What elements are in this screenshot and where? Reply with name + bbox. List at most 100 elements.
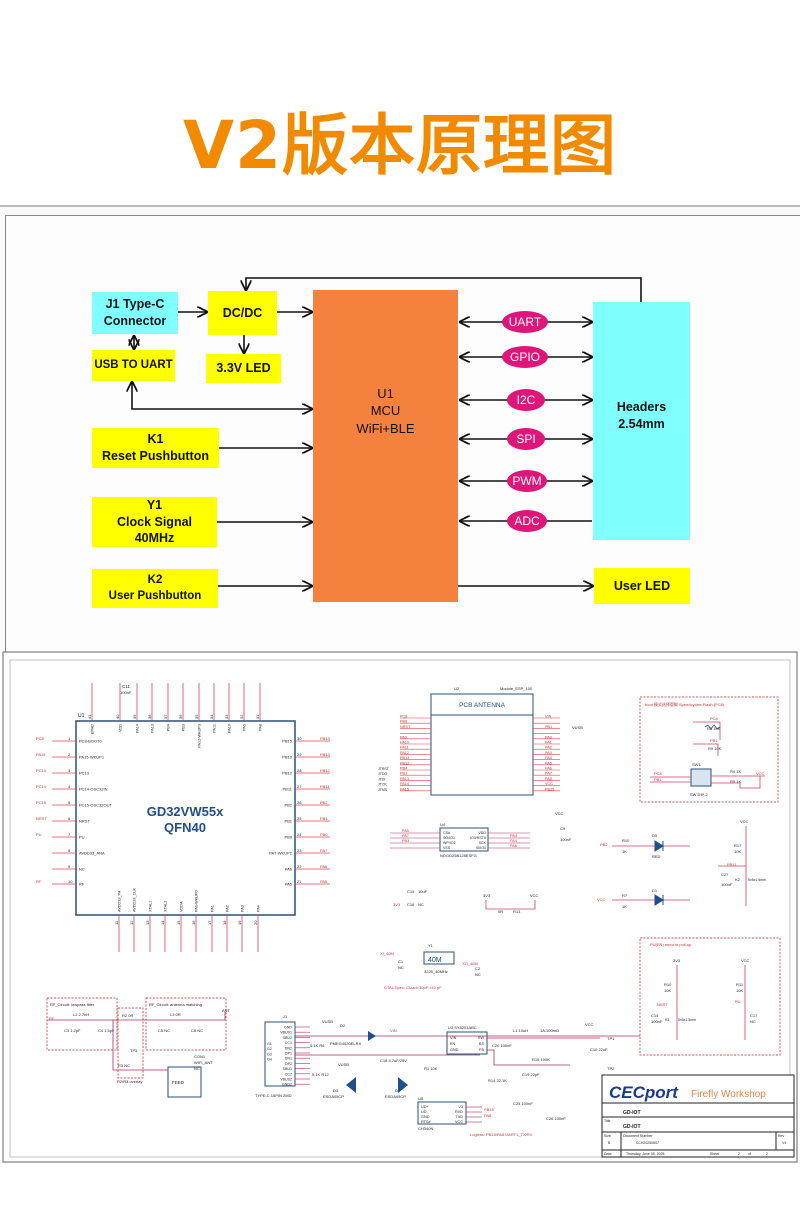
pin-name: SO/IO1 <box>443 836 455 840</box>
c4-label: C4 1.5pF <box>98 1028 115 1033</box>
u2-module-name: Module_ESP_100 <box>500 686 533 691</box>
label: 2.54mm <box>618 417 665 431</box>
pin-name: RF <box>79 882 85 887</box>
net-label: XO_40M <box>462 961 478 966</box>
pin-name: SW <box>478 1036 485 1040</box>
pin-name: PA4 <box>257 905 261 912</box>
pin-number: 5 <box>68 800 71 805</box>
pin-number: 29 <box>297 752 302 757</box>
pin-name: PA8 <box>259 724 263 731</box>
feed-label: FEED <box>172 1080 185 1085</box>
bus-uart: UART <box>502 311 548 333</box>
label: K2 <box>147 573 163 586</box>
pin-number: 14 <box>160 920 165 925</box>
r7-label: R7 <box>622 893 628 898</box>
crystal-package: 3225_40MHz <box>424 969 448 974</box>
label: Clock Signal <box>116 514 193 529</box>
net-label: PA8 <box>484 1113 492 1118</box>
date-value: Thursday, June 05, 2025 <box>626 1152 665 1156</box>
label: USB TO UART <box>94 358 173 371</box>
d1-label: D1 <box>652 888 658 893</box>
net-label: PC8 <box>654 771 663 776</box>
jtag-label: JTMS <box>378 788 388 792</box>
dip-switch <box>690 768 712 787</box>
pin-name: SCK <box>479 841 487 845</box>
pin-name: PU <box>79 835 85 840</box>
pin-number: 23 <box>297 848 302 853</box>
pin-number: 12 <box>129 920 134 925</box>
pin-number: 4 <box>68 784 71 789</box>
pin-number: 19 <box>237 920 242 925</box>
pin-name: VDD <box>478 831 486 835</box>
u1-ref: U1 <box>78 713 85 719</box>
pin-number: 17 <box>207 920 212 925</box>
dcdc-block: DC/DC <box>208 291 277 335</box>
pin-name: PA12-WKUP3 <box>198 724 202 748</box>
crystal-ref: Y1 <box>428 943 434 948</box>
pin-name: GND <box>421 1115 430 1119</box>
pin-number: 1 <box>68 736 71 741</box>
d3-label: D3 <box>333 1088 339 1093</box>
c9-value: 100nF <box>560 837 572 842</box>
u2-name: PCB ANTENNA <box>459 702 506 709</box>
net-label: PA6 <box>510 844 517 848</box>
net-label: PB12 <box>320 768 331 773</box>
c14-value: 100nF <box>651 1019 663 1024</box>
net-label: PU <box>735 999 741 1004</box>
pin-number: 41 <box>87 714 92 719</box>
pin-name: NC <box>79 867 85 872</box>
r13-value: 0R <box>498 909 503 914</box>
net-label: VUSB <box>338 1062 349 1067</box>
pin-name: AVDD33_CLK <box>133 888 137 912</box>
pin-name: UD- <box>421 1110 428 1114</box>
project-name: GD-IOT <box>623 1110 641 1116</box>
pin-name: CS# <box>443 831 450 835</box>
pin-name: DP2 <box>285 1062 292 1066</box>
pin-name: VDD <box>119 724 123 732</box>
lpf-note: RF_Circuit: lowpass filter <box>50 1002 95 1007</box>
net-label: PA8 <box>545 777 552 781</box>
l3-label: L3 0R <box>170 1012 181 1017</box>
c19-label: C19 22pF <box>522 1072 540 1077</box>
net-label: PA12 <box>400 751 409 755</box>
c20-label: C20 100nF <box>492 1043 512 1048</box>
bus-i2c: I2C <box>507 389 545 411</box>
pin-name: PA13 <box>151 724 155 733</box>
r10-label: R10 <box>664 982 672 987</box>
d4-part: ESDA05CP <box>385 1094 406 1099</box>
usb-typec-connector: J1 TYPE-C 16PIN 2MD GNDVBUS1SBU2CC1DN2DP… <box>255 1014 640 1099</box>
match-note: RF_Circuit: antenna matching <box>149 1002 202 1007</box>
net-label: PC8 <box>36 736 45 741</box>
doc-value: SCH20250607 <box>636 1141 659 1145</box>
net-label: PB15 <box>484 1107 495 1112</box>
pin-name: PA0-WKUP0 <box>195 890 199 912</box>
label: Headers <box>616 400 667 415</box>
pin-number: 26 <box>297 800 302 805</box>
j1-part: TYPE-C 16PIN 2MD <box>255 1093 292 1098</box>
net-label: PB2 <box>600 842 608 847</box>
pin-name: RTS# <box>421 1120 432 1124</box>
pin-name: DN2 <box>285 1046 292 1050</box>
d2-part: PMEG4020ELRX <box>330 1041 361 1046</box>
date-label: Date: <box>604 1152 612 1156</box>
c2-value: NC <box>475 972 481 977</box>
pin-name: AVDD33_ANA <box>79 851 105 856</box>
d2-label: D2 <box>340 1023 346 1028</box>
c26-label: C26 100nF <box>546 1116 566 1121</box>
usb-to-uart-block: USB TO UART <box>92 350 175 381</box>
pin-name: PC8-BOOT0 <box>79 739 102 744</box>
net-label: PA5 <box>320 879 328 884</box>
brand-logo: CECport <box>609 1083 679 1102</box>
pin-name: TXD <box>455 1115 463 1119</box>
pin-number: 20 <box>253 920 258 925</box>
pin-name: PB11 <box>283 787 293 792</box>
pin-name: VDDA <box>180 901 184 912</box>
pin-name: PA14 <box>136 724 140 733</box>
c9-label: C9 <box>560 826 566 831</box>
c18-label: C18 4.7uF/25V <box>380 1058 407 1063</box>
sheet-label: Sheet <box>710 1152 719 1156</box>
